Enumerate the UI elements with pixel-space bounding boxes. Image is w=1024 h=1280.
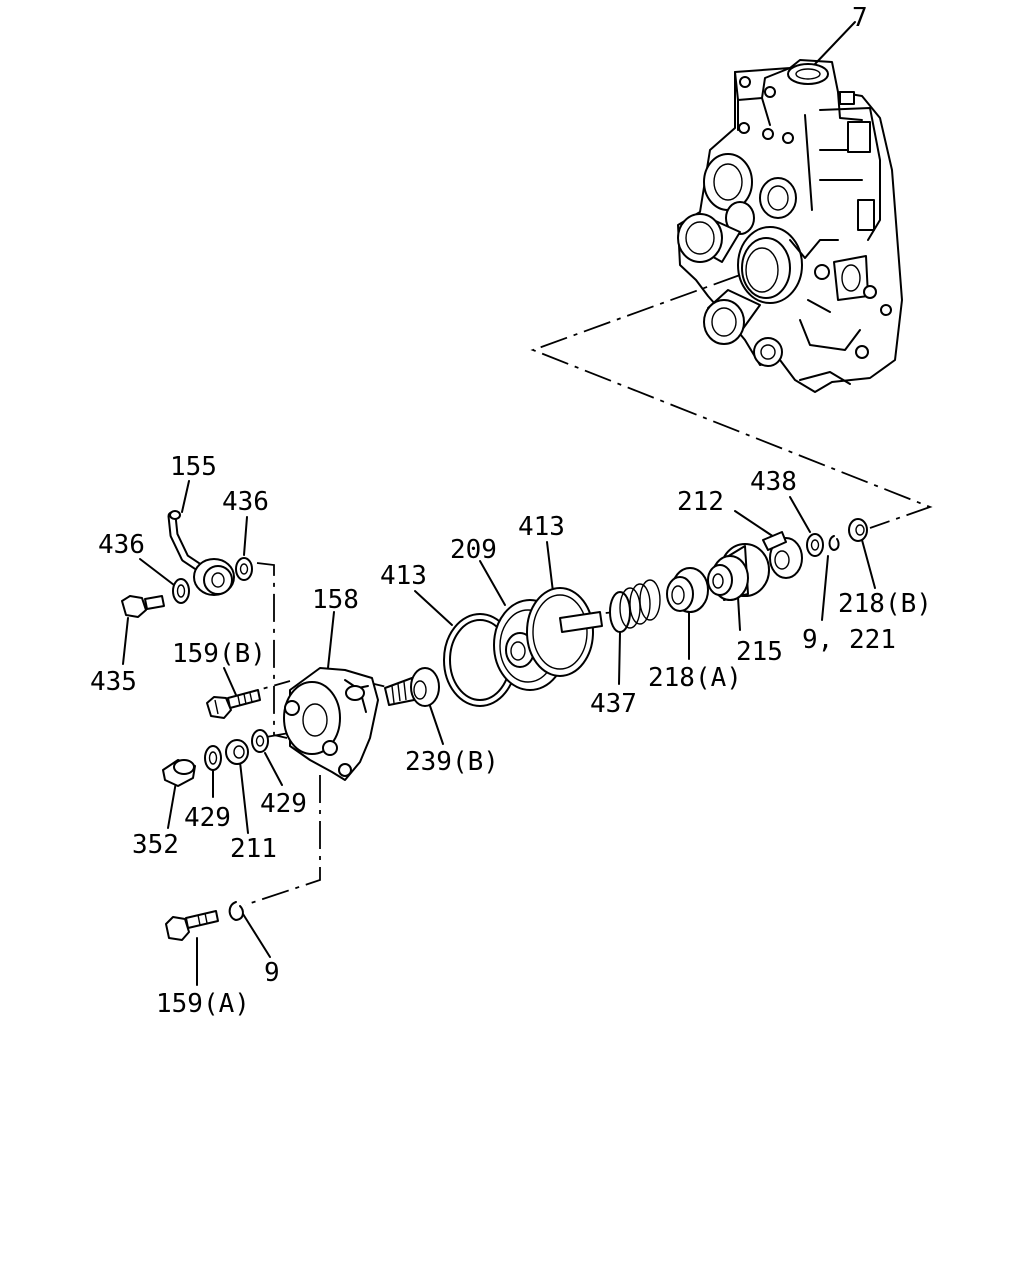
label-159b: 159(B) <box>172 639 266 669</box>
label-158: 158 <box>312 585 359 615</box>
clip-9-bottom <box>228 901 244 921</box>
washer-436-left <box>172 578 190 604</box>
pipe-155 <box>167 510 235 596</box>
label-215: 215 <box>736 637 783 667</box>
label-209: 209 <box>450 535 497 565</box>
bearing-215 <box>707 543 770 601</box>
clip-9-221 <box>828 535 840 551</box>
label-159a: 159(A) <box>156 989 250 1019</box>
pump-body-158 <box>283 667 379 781</box>
bolt-435 <box>121 595 165 618</box>
leader-lines <box>122 21 876 986</box>
label-218b: 218(B) <box>838 589 932 619</box>
part-labels: 7 155 436 436 435 158 159(B) 352 429 429… <box>90 3 932 1019</box>
label-436-left: 436 <box>98 530 145 560</box>
seal-218a <box>666 567 709 613</box>
label-9-221: 9, 221 <box>802 625 896 655</box>
o-ring-413-right <box>526 587 603 677</box>
washer-438 <box>806 533 824 557</box>
label-413-left: 413 <box>380 561 427 591</box>
cap-352 <box>162 759 196 787</box>
spring-437 <box>609 579 661 633</box>
bolt-159b <box>206 689 261 719</box>
washer-436-right <box>235 557 253 581</box>
label-435: 435 <box>90 667 137 697</box>
nut-218b <box>848 518 868 542</box>
label-437: 437 <box>590 689 637 719</box>
label-413-right: 413 <box>518 512 565 542</box>
label-352: 352 <box>132 830 179 860</box>
shaft-239b <box>384 667 440 707</box>
label-155: 155 <box>170 452 217 482</box>
label-7: 7 <box>852 3 868 33</box>
washer-429-right <box>251 729 269 753</box>
label-429-left: 429 <box>184 803 231 833</box>
label-438: 438 <box>750 467 797 497</box>
housing-part-7 <box>677 59 903 393</box>
bolt-159a <box>165 910 219 941</box>
seal-212 <box>762 531 803 579</box>
label-212: 212 <box>677 487 724 517</box>
label-429-right: 429 <box>260 789 307 819</box>
nut-211 <box>225 739 249 765</box>
label-211: 211 <box>230 834 277 864</box>
label-239b: 239(B) <box>405 747 499 777</box>
label-436-right: 436 <box>222 487 269 517</box>
label-218a: 218(A) <box>648 663 742 693</box>
label-9: 9 <box>264 958 280 988</box>
washer-429-left <box>204 745 222 771</box>
